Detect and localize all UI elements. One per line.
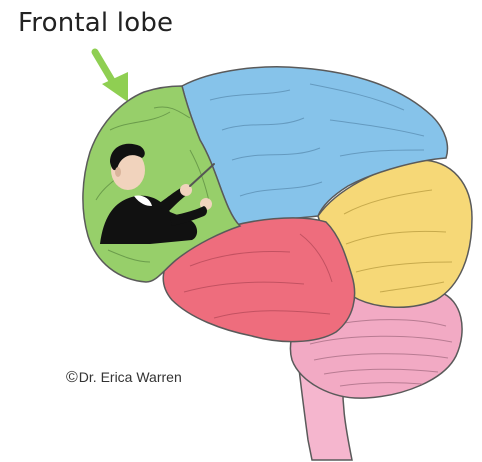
copyright-symbol: ©: [66, 369, 78, 386]
copyright-credit: ©Dr. Erica Warren: [66, 369, 182, 387]
arrow-down-right-icon: [95, 52, 128, 102]
credit-text: Dr. Erica Warren: [79, 369, 182, 385]
